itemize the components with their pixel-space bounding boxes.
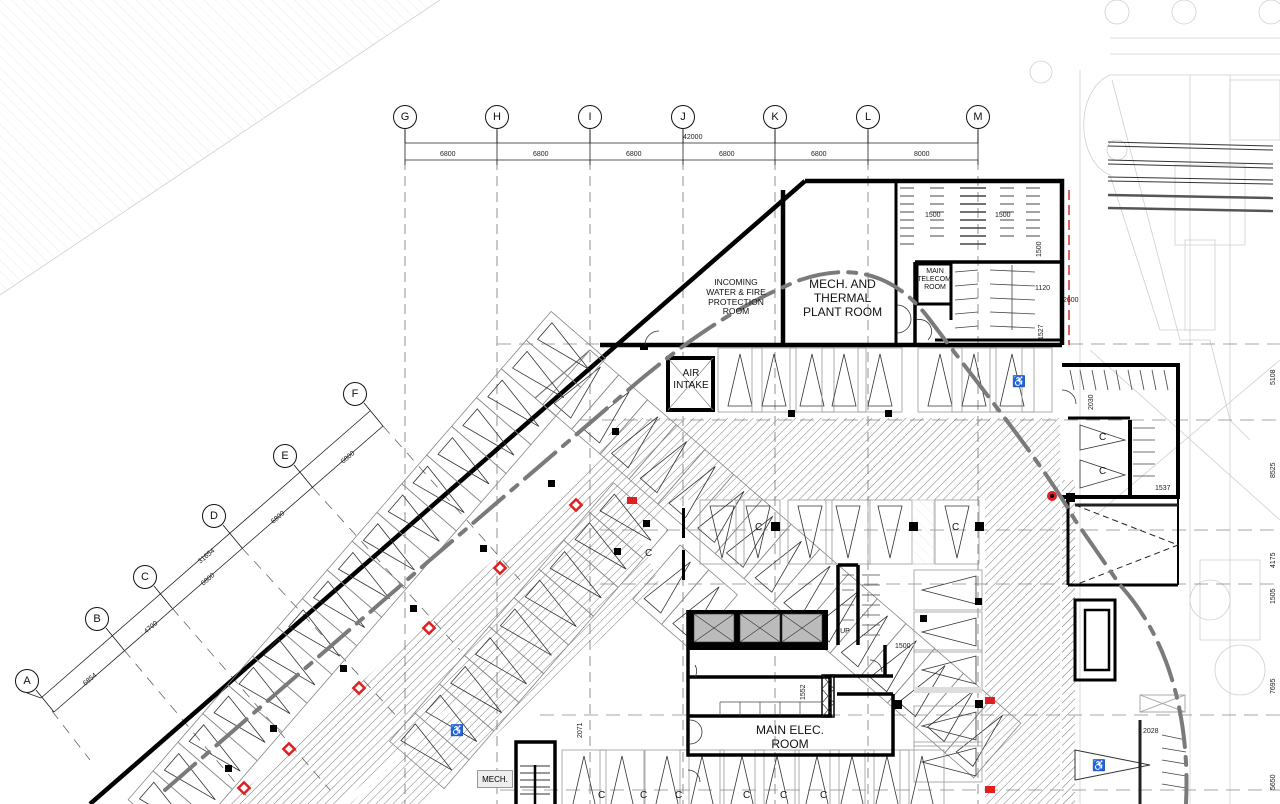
dim-right-4: 1505 xyxy=(1270,588,1277,604)
grid-bubble-l[interactable]: L xyxy=(856,105,880,129)
dim-right-2: 8525 xyxy=(1270,462,1277,478)
dim-top-bay-2: 6800 xyxy=(533,151,549,158)
grid-bubble-k[interactable]: K xyxy=(763,105,787,129)
mech-tag-label: MECH. xyxy=(482,774,508,784)
dim-top-bay-5: 6800 xyxy=(811,151,827,158)
grid-bubble-d[interactable]: D xyxy=(202,504,226,528)
grid-bubble-h[interactable]: H xyxy=(485,105,509,129)
grid-bubble-g[interactable]: G xyxy=(393,105,417,129)
grid-bubble-a[interactable]: A xyxy=(15,669,39,693)
dim-stair-width: 1120 xyxy=(1035,285,1051,292)
dim-bike-vertical: 1500 xyxy=(1036,241,1043,257)
dim-right-1: 5108 xyxy=(1270,369,1277,385)
adjacent-building-underlay xyxy=(1029,0,1280,804)
dim-lift-corridor: 1500 xyxy=(895,643,911,650)
lift-core xyxy=(686,563,895,757)
grid-bubble-b[interactable]: B xyxy=(85,607,109,631)
diagonal-dimension-string xyxy=(26,410,384,713)
northeast-stair xyxy=(1069,369,1169,489)
building-outline xyxy=(88,178,1180,804)
telecom-stair-block xyxy=(913,260,1062,345)
grid-bubble-leaders xyxy=(35,129,979,713)
dim-west-stair: 2071 xyxy=(577,722,584,738)
dim-top-bay-4: 6800 xyxy=(719,151,735,158)
dim-stair-side: 2600 xyxy=(1063,297,1079,304)
fire-hydrant-markers xyxy=(236,497,584,796)
diagonal-parking-row-outer xyxy=(534,349,1022,779)
dim-bike-rack-2: 1500 xyxy=(995,212,1011,219)
doors xyxy=(644,304,1077,783)
grid-bubble-f[interactable]: F xyxy=(343,382,367,406)
structural-columns xyxy=(225,345,1075,772)
drive-aisle-hatch xyxy=(230,418,1075,804)
dim-north-stair-run: 2030 xyxy=(1088,394,1095,410)
dim-right-6: 5650 xyxy=(1270,774,1277,790)
east-ramp xyxy=(1073,503,1187,804)
dim-north-stair-landing: 1537 xyxy=(1155,485,1171,492)
north-parking-row xyxy=(666,347,1053,413)
dim-elec-corridor: 1552 xyxy=(800,684,807,700)
dim-top-bay-1: 6800 xyxy=(440,151,456,158)
dim-top-bay-6: 8000 xyxy=(914,151,930,158)
grid-bubble-m[interactable]: M xyxy=(966,105,990,129)
dim-bike-rack-1: 1500 xyxy=(925,212,941,219)
dim-right-3: 4175 xyxy=(1270,552,1277,568)
adjacent-building-beams xyxy=(1107,141,1274,213)
grid-bubble-i[interactable]: I xyxy=(578,105,602,129)
mech-tag: MECH. xyxy=(477,770,513,788)
south-parking-row xyxy=(561,749,945,804)
dim-stair-landing: 1527 xyxy=(1038,324,1045,340)
grid-bubble-c[interactable]: C xyxy=(133,565,157,589)
dim-top-bay-3: 6800 xyxy=(626,151,642,158)
site-boundary-hatch xyxy=(0,0,441,296)
bicycle-racks xyxy=(900,187,1070,345)
central-parking-stalls xyxy=(699,499,983,783)
west-stair xyxy=(514,740,557,804)
services-route xyxy=(163,270,1189,804)
dim-overall-top: 42000 xyxy=(683,134,703,141)
grid-bubble-e[interactable]: E xyxy=(273,444,297,468)
dim-east-stair: 2028 xyxy=(1143,728,1159,735)
dim-right-5: 7695 xyxy=(1270,678,1277,694)
grid-bubble-j[interactable]: J xyxy=(671,105,695,129)
